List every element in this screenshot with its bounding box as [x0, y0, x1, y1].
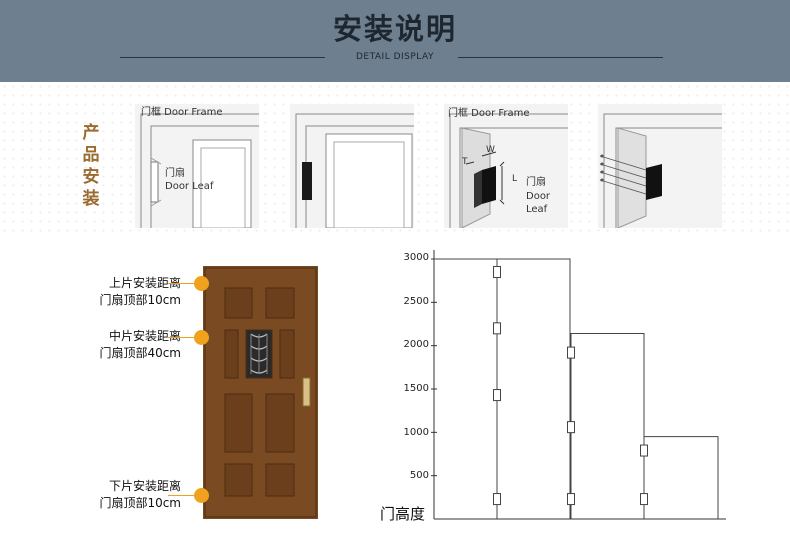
hinge-marker: [640, 493, 648, 506]
callout-middle-line2: 门扇顶部40cm: [99, 346, 181, 360]
y-axis-title: 门高度: [380, 505, 426, 523]
callout-bottom-hinge: 下片安装距离 门扇顶部10cm: [55, 478, 181, 512]
section-label-char: 产: [82, 123, 100, 143]
page-title: 安装说明: [332, 12, 457, 46]
section-label-char: 安: [82, 167, 100, 187]
section-label-char: 品: [82, 145, 100, 165]
callout-top-connector: [168, 283, 200, 284]
callout-middle-connector: [168, 337, 200, 338]
header-divider-left: [120, 57, 325, 58]
callout-top-line1: 上片安装距离: [108, 276, 181, 290]
callout-middle-marker: [194, 330, 209, 345]
door-frame-label: 门框 Door Frame: [141, 107, 223, 118]
thickness-label: T: [462, 157, 468, 167]
callout-bottom-connector: [168, 495, 200, 496]
length-label: L: [512, 174, 518, 184]
hinge-marker: [567, 493, 575, 506]
hinge-mounted-diagram: [290, 104, 414, 229]
section-label-char: 装: [82, 189, 100, 209]
callout-top-hinge: 上片安装距离 门扇顶部10cm: [55, 275, 181, 309]
door-outline: [644, 436, 719, 519]
install-panel-4: [598, 104, 722, 229]
door-leaf-label-cn: 门扇: [526, 177, 546, 188]
hinge-marker: [567, 421, 575, 434]
callout-middle-line1: 中片安装距离: [108, 329, 181, 343]
section-label: 产 品 安 装: [80, 122, 102, 210]
door-outline: [434, 258, 571, 519]
callout-top-marker: [194, 276, 209, 291]
callout-middle-hinge: 中片安装距离 门扇顶部40cm: [55, 328, 181, 362]
screw-install-diagram: [598, 104, 722, 229]
door-leaf-label-en-1: Door: [526, 191, 551, 202]
door-frame-label: 门框 Door Frame: [448, 108, 530, 119]
y-tick-label: 1000: [403, 427, 429, 438]
y-tick-label: 2000: [403, 339, 429, 350]
door-height-chart: [431, 250, 726, 520]
width-label: W: [486, 145, 495, 155]
wooden-door-illustration: [203, 266, 318, 519]
header-banner: 安装说明 DETAIL DISPLAY: [0, 0, 790, 82]
hinge-marker: [493, 389, 501, 402]
hinge-marker: [640, 444, 648, 457]
page-subtitle: DETAIL DISPLAY: [355, 52, 434, 62]
callout-bottom-line2: 门扇顶部10cm: [99, 496, 181, 510]
y-tick-label: 1500: [403, 383, 429, 394]
door-leaf-label-en: Door Leaf: [165, 181, 214, 192]
door-outline: [570, 333, 645, 519]
hinge-marker: [493, 493, 501, 506]
y-tick-label: 3000: [403, 252, 429, 263]
door-leaf-label-en-2: Leaf: [526, 204, 548, 215]
install-panel-2: [290, 104, 414, 229]
hinge-marker: [493, 266, 501, 278]
door-frame-diagram: [135, 104, 259, 229]
install-panel-3: 门框 Door Frame W T L 门扇 Door Leaf: [444, 104, 568, 229]
y-tick-label: 2500: [403, 296, 429, 307]
hinge-dimension-diagram: [444, 104, 568, 229]
y-tick-label: 500: [409, 470, 429, 481]
hinge-marker: [567, 346, 575, 359]
callout-top-line2: 门扇顶部10cm: [99, 293, 181, 307]
door-leaf-label-cn: 门扇: [165, 168, 185, 179]
callout-bottom-marker: [194, 488, 209, 503]
hinge-marker: [493, 322, 501, 335]
install-panel-1: 门框 Door Frame 门扇 Door Leaf: [135, 104, 259, 229]
header-divider-right: [458, 57, 663, 58]
callout-bottom-line1: 下片安装距离: [108, 479, 181, 493]
